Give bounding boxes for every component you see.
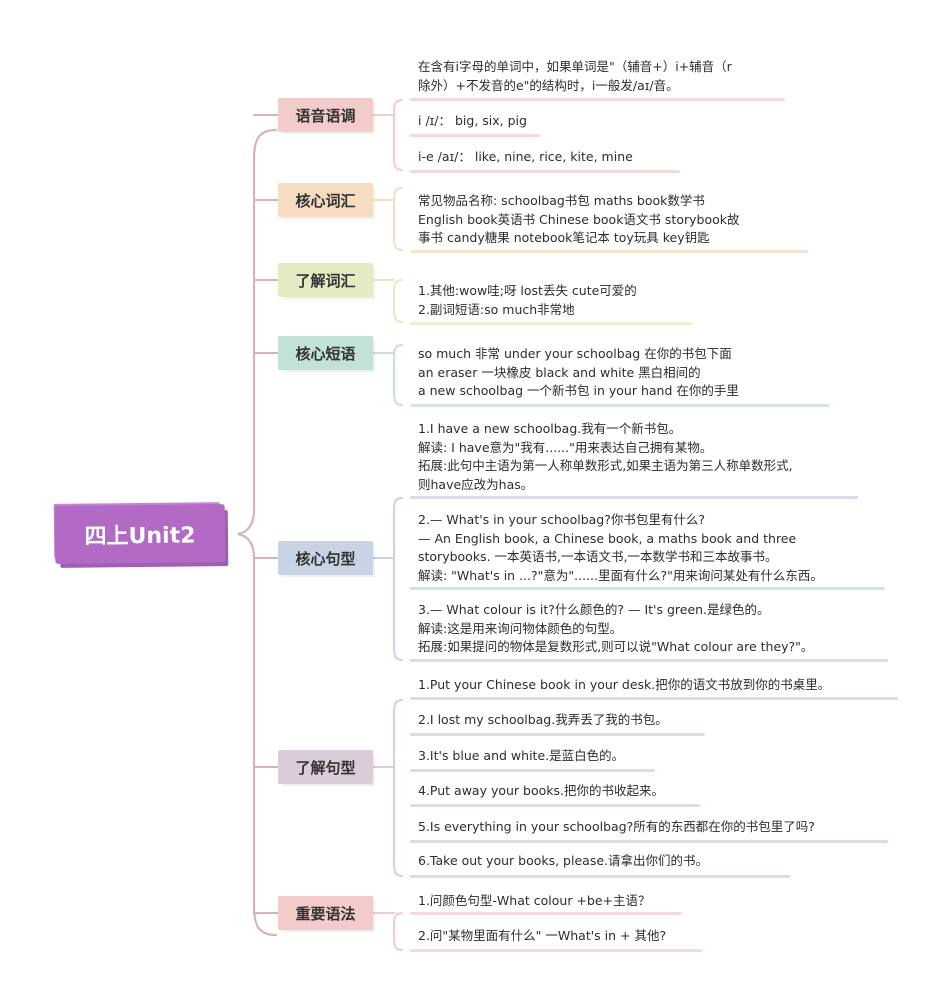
leaf-underline [410,250,808,253]
leaf-underline [410,659,888,662]
category-core-sentences: 核心句型 [278,541,373,575]
leaf-item: 4.Put away your books.把你的书收起来。 [418,783,664,798]
category-label: 了解词汇 [295,271,356,290]
leaf-item: 在含有i字母的单词中，如果单词是"（辅音+）i+辅音（r 除外）+不发音的e"的… [418,59,732,93]
leaf-item: so much 非常 under your schoolbag 在你的书包下面 … [418,346,739,398]
category-label: 核心句型 [295,549,356,568]
category-core-phrases: 核心短语 [278,336,373,370]
leaf-item: 1.Put your Chinese book in your desk.把你的… [418,677,831,692]
leaf-item: i-e /aɪ/： like, nine, rice, kite, mine [418,149,633,164]
category-understand-sentences: 了解句型 [278,750,373,784]
leaf-item: 6.Take out your books, please.请拿出你们的书。 [418,853,708,868]
leaf-item: 常见物品名称: schoolbag书包 maths book数学书 Englis… [418,193,740,245]
leaf-underline [410,170,680,173]
leaf-item: 2.问"某物里面有什么" 一What's in + 其他? [418,928,667,943]
leaf-item: 3.It's blue and white.是蓝白色的。 [418,748,625,763]
category-label: 了解句型 [295,758,356,777]
leaf-item: 5.Is everything in your schoolbag?所有的东西都… [418,819,815,834]
connector-line [393,912,403,951]
connector-line [393,99,403,171]
category-label: 核心词汇 [295,191,356,210]
leaf-underline [410,322,692,325]
leaf-item: 3.— What colour is it?什么颜色的? — It's gree… [418,602,814,654]
leaf-underline [410,496,858,499]
leaf-item: 2.I lost my schoolbag.我弄丢了我的书包。 [418,712,668,727]
leaf-underline [410,769,655,772]
connector-line [393,279,403,323]
leaf-item: 1.I have a new schoolbag.我有一个新书包。 解读: I … [418,421,793,492]
leaf-underline [410,875,790,878]
leaf-item: 2.— What's in your schoolbag?你书包里有什么? — … [418,512,823,583]
leaf-underline [410,949,702,952]
leaf-underline [410,404,830,407]
leaf-underline [410,733,705,736]
connector-line [393,344,403,406]
leaf-underline [410,134,540,137]
leaf-underline [410,912,682,915]
leaf-item: 1.问颜色句型-What colour +be+主语？ [418,893,651,908]
connector-line [393,699,403,877]
connector-line [393,497,403,661]
category-label: 核心短语 [295,344,356,363]
category-phonetics: 语音语调 [278,98,373,132]
leaf-underline [410,587,885,590]
leaf-item: i /ɪ/： big, six, pig [418,113,527,128]
category-understand-vocabulary: 了解词汇 [278,263,373,297]
category-label: 语音语调 [295,106,356,125]
leaf-underline [410,804,700,807]
leaf-item: 1.其他:wow哇;呀 lost丢失 cute可爱的 2.副词短语:so muc… [418,283,637,317]
leaf-underline [410,697,898,700]
category-core-vocabulary: 核心词汇 [278,183,373,217]
root-label: 四上Unit2 [84,523,196,550]
category-grammar: 重要语法 [278,896,373,930]
connector-line [393,187,403,251]
root-node: 四上Unit2 [54,504,226,564]
connector-line [237,128,278,937]
leaf-underline [410,840,888,843]
leaf-underline [410,98,785,101]
category-label: 重要语法 [295,904,356,923]
